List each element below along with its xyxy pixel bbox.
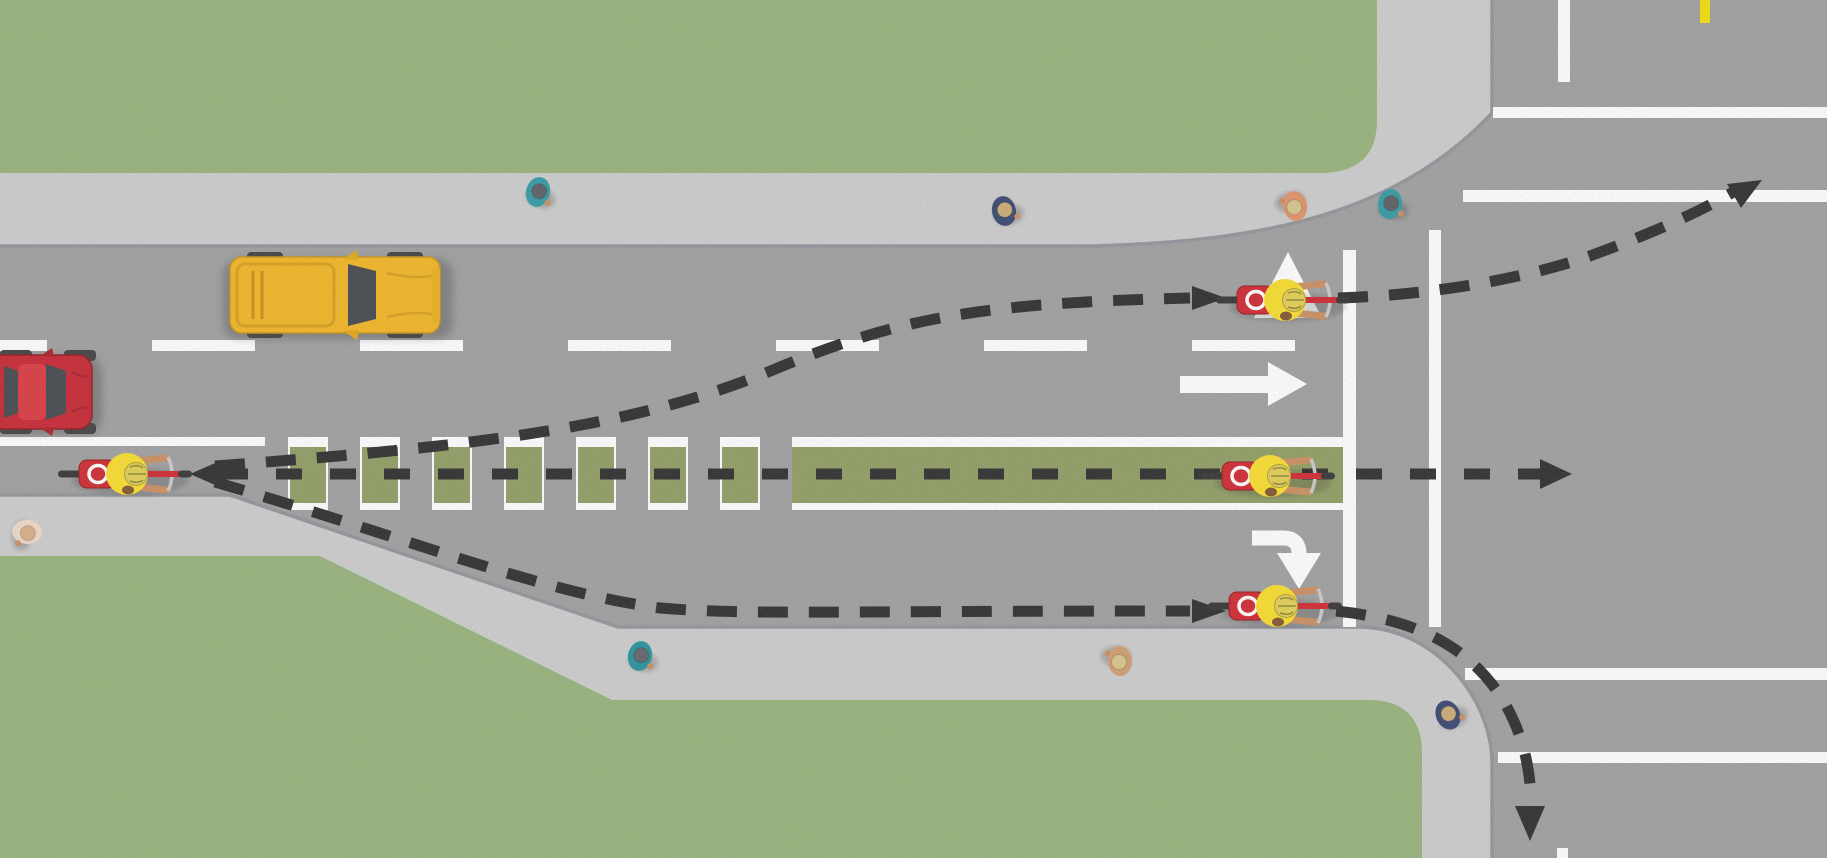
truck-front-bumper [432,267,440,323]
car-windshield [46,364,66,420]
stop-line-far [1429,230,1441,627]
cross-street-top-lane-line [1558,0,1570,82]
truck-windshield [348,264,376,326]
grass-top-left [0,0,1377,173]
yellow-pickup-truck [223,250,453,340]
cross-street-bottom-lane-line [1557,848,1568,858]
cross-street-top-line-1 [1493,107,1827,118]
straight-arrow-shaft [1180,376,1268,393]
edge-line-left [0,437,265,446]
cross-street-yellow-centerline [1700,0,1710,23]
cross-street-top-line-2 [1463,190,1827,202]
car-roof [18,364,46,420]
cross-street-bottom-line-1 [1465,668,1827,680]
red-car [0,348,102,436]
cross-street-bottom-line-2 [1498,752,1827,763]
car-rear-window [4,366,18,418]
